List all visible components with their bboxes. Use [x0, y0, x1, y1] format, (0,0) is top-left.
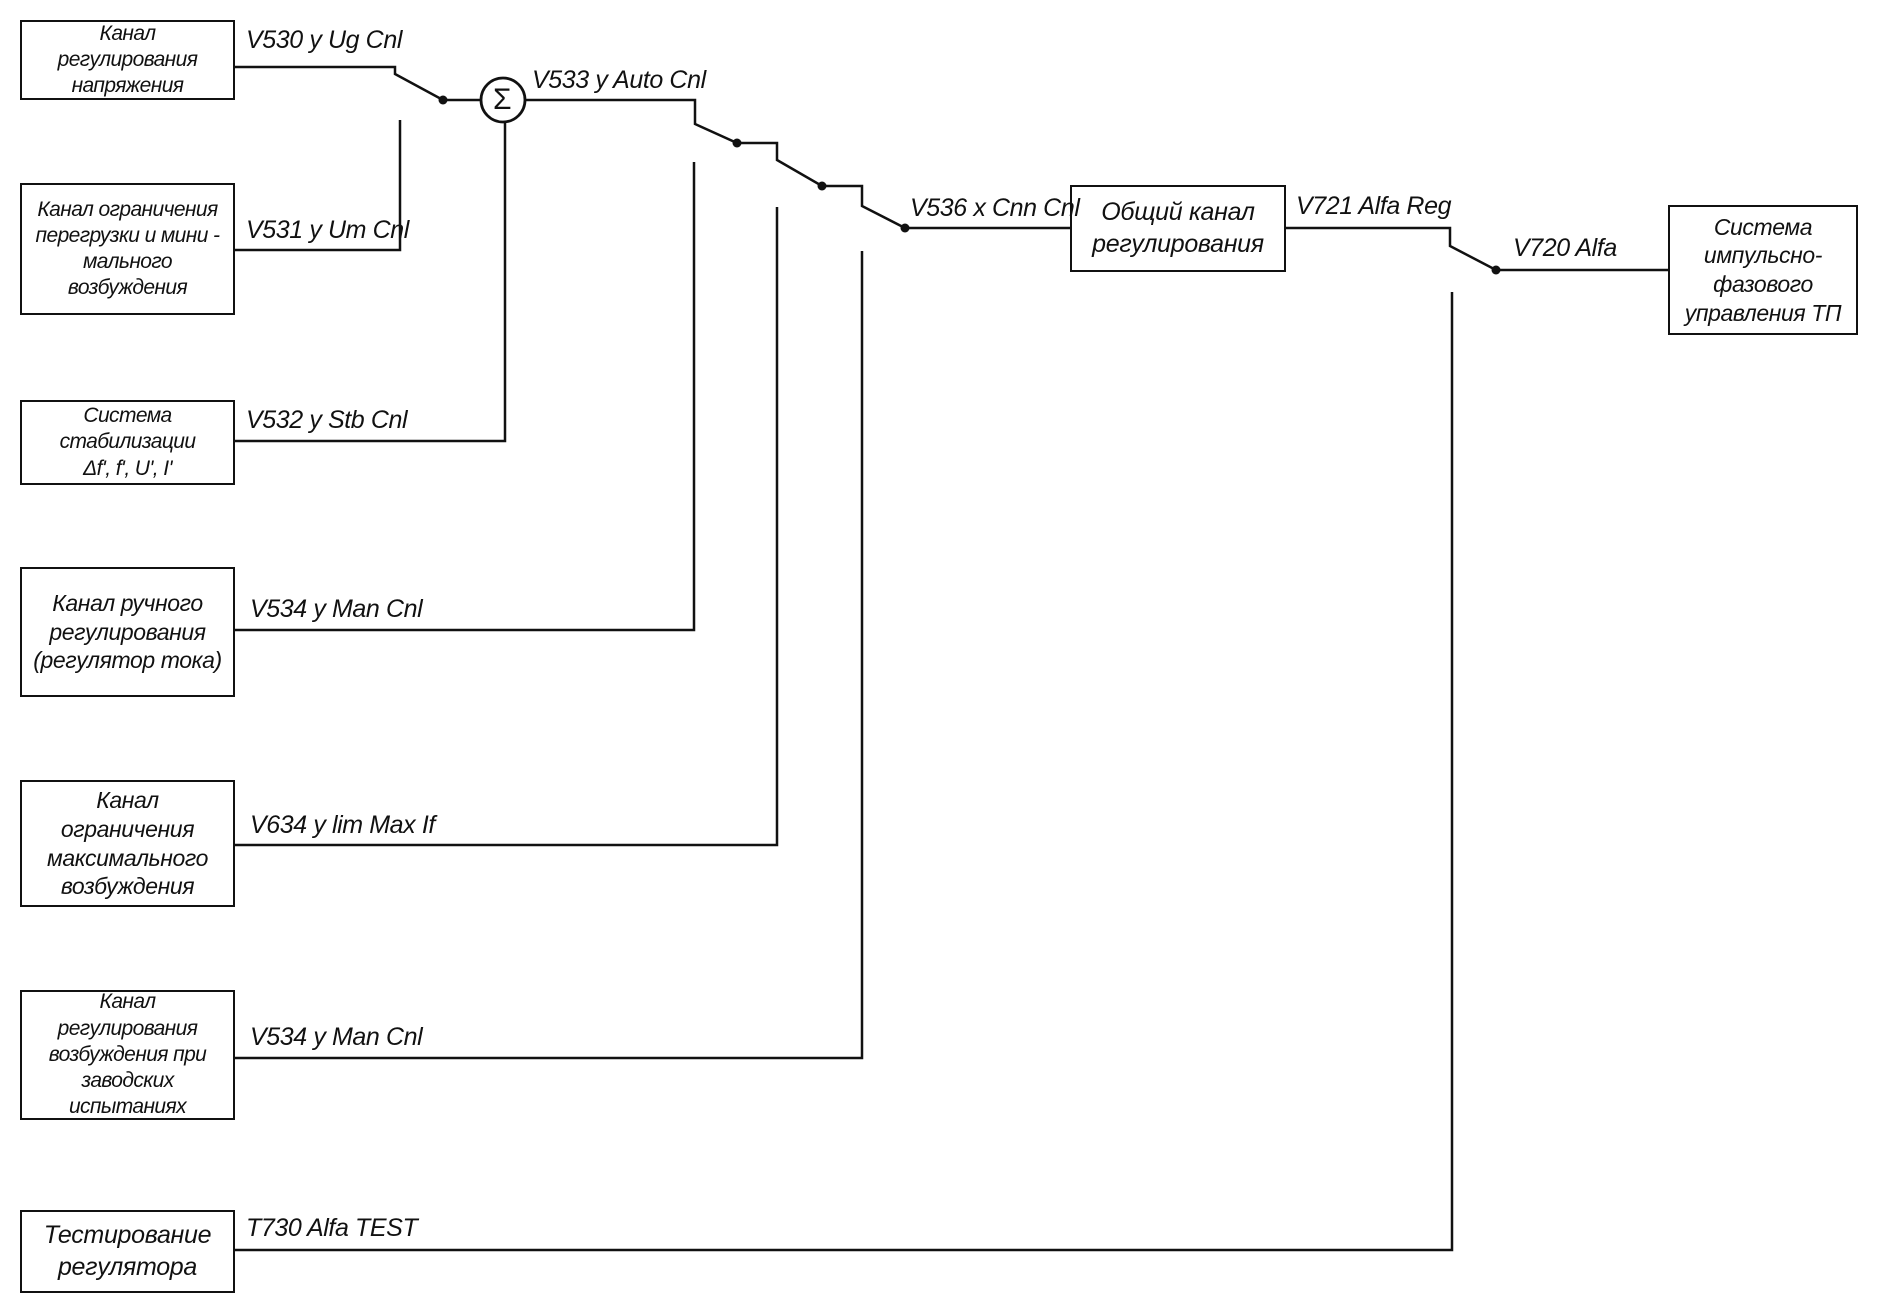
switch-dot-5 — [1491, 265, 1501, 275]
signal-v721: V721 Alfa Reg — [1296, 192, 1452, 220]
summer-sigma: Σ — [493, 83, 512, 116]
wire-634 — [235, 207, 779, 847]
wire-534b — [235, 251, 864, 1060]
signal-v532: V532 y Stb Cnl — [246, 406, 408, 434]
signal-v634: V634 y lim Max If — [250, 811, 435, 839]
block-max-excitation-limit: Канал ограничения максимального возбужде… — [20, 780, 235, 907]
switch-dot-2 — [732, 138, 742, 148]
block-overload-limit-channel: Канал ограничения перегрузки и мини - ма… — [20, 183, 235, 315]
switch-dot-3 — [817, 181, 827, 191]
signal-v530: V530 y Ug Cnl — [246, 26, 402, 54]
signal-v720: V720 Alfa — [1513, 234, 1617, 262]
signal-v534-test: V534 y Man Cnl — [250, 1023, 423, 1051]
summer-circle — [479, 76, 527, 124]
block-stabilization-system: Система стабилизации Δf', f', U', I' — [20, 400, 235, 485]
wire-533 — [526, 98, 1070, 230]
switch-dot-4 — [900, 223, 910, 233]
block-regulator-testing: Тестирование регулятора — [20, 1210, 235, 1293]
block-manual-channel: Канал ручного регулирования (регулятор т… — [20, 567, 235, 697]
block-phase-control-system: Система импульсно-фазового управления ТП — [1668, 205, 1858, 335]
switch-dot-1 — [438, 95, 448, 105]
wire-721 — [1286, 226, 1668, 272]
block-factory-test-channel: Канал регулирования возбуждения при заво… — [20, 990, 235, 1120]
signal-v534-manual: V534 y Man Cnl — [250, 595, 423, 623]
block-common-channel: Общий канал регулирования — [1070, 185, 1286, 272]
signal-v533: V533 y Auto Cnl — [532, 66, 706, 94]
wire-531 — [235, 120, 402, 252]
block-voltage-channel: Канал регулирования напряжения — [20, 20, 235, 100]
wire-730 — [235, 292, 1454, 1252]
signal-v531: V531 y Um Cnl — [246, 216, 409, 244]
wire-534a — [235, 162, 696, 632]
wire-530 — [235, 65, 481, 102]
signal-t730: T730 Alfa TEST — [246, 1214, 418, 1242]
wire-532 — [235, 122, 507, 443]
signal-v536: V536 x Cnn Cnl — [910, 194, 1080, 222]
